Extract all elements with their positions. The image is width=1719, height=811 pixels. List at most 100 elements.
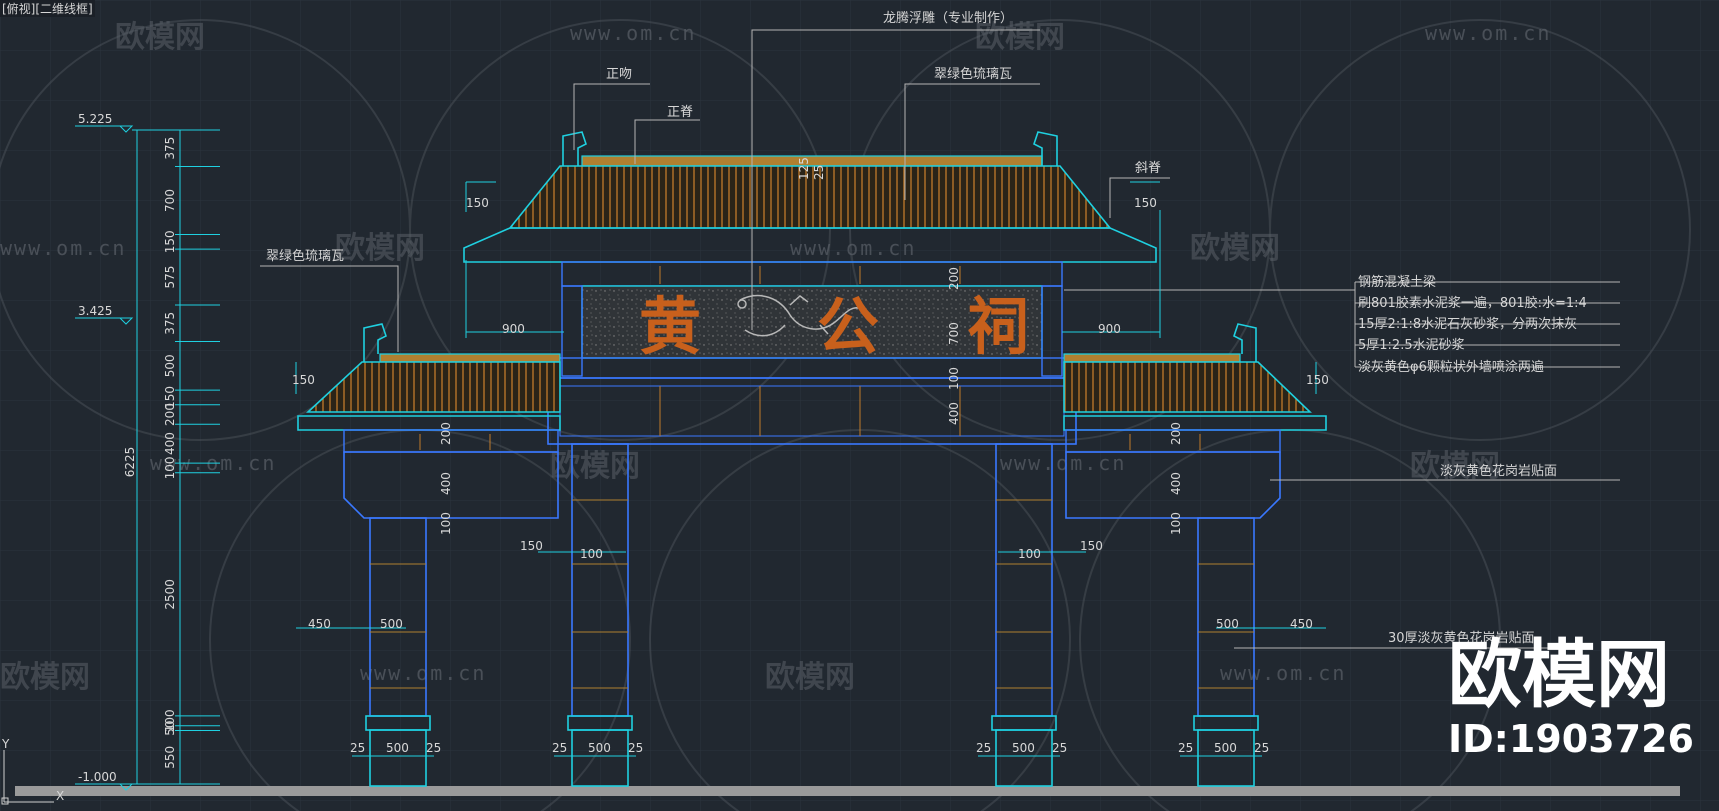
ridge-ornament-right [1033,131,1058,166]
watermark-id: ID:1903726 [1448,717,1694,761]
watermark-brand: 欧模网 [550,449,640,484]
svg-text:200: 200 [439,422,453,445]
watermark-brand: 欧模网 [0,660,90,695]
main-ridge [581,155,1043,167]
plaque-char: 公 [817,290,879,363]
svg-text:500: 500 [386,741,409,755]
watermark-brand: 欧模网 [1410,449,1500,484]
svg-text:400: 400 [947,402,961,425]
callout-paint: 淡灰黄色φ6颗粒状外墙喷涂两遍 [1358,359,1544,375]
svg-text:450: 450 [308,617,331,631]
plaque-board [581,285,1043,359]
watermark-url: www.om.cn [1425,21,1551,45]
left-dimension-label: 400 [163,432,177,455]
watermark-url: www.om.cn [1000,451,1126,475]
ucs-x-label: X [56,789,64,803]
left-dimension-label: 550 [163,746,177,769]
level-mid: 3.425 [78,304,112,318]
callout-glazed-tile: 翠绿色琉璃瓦 [934,66,1012,82]
left-side-beam [343,451,559,519]
callout-dragon: 龙腾浮雕（专业制作） [883,10,1013,26]
left-dimension-label: 100 [163,456,177,479]
svg-text:500: 500 [380,617,403,631]
svg-text:25: 25 [1178,741,1193,755]
left-dimension-label: 500 [163,354,177,377]
level-top: 5.225 [78,112,112,126]
svg-text:400: 400 [439,472,453,495]
svg-text:25: 25 [1052,741,1067,755]
callout-granite: 淡灰黄色花岗岩贴面 [1440,463,1557,479]
svg-text:100: 100 [439,512,453,535]
svg-text:100: 100 [947,367,961,390]
paifang-elevation [297,131,1327,787]
callout-zhengwen: 正吻 [606,67,632,82]
svg-text:100: 100 [1169,512,1183,535]
callout-rc-beam: 钢筋混凝土梁 [1358,274,1436,290]
level-markers [75,125,134,791]
right-roof-eave [1063,415,1327,431]
svg-text:400: 400 [1169,472,1183,495]
svg-text:100: 100 [1018,547,1041,561]
svg-text:125: 125 [797,157,811,180]
svg-text:100: 100 [580,547,603,561]
watermark-url: www.om.cn [1220,661,1346,685]
svg-text:500: 500 [1216,617,1239,631]
level-bottom: -1.000 [78,770,117,784]
callout-xieji: 斜脊 [1135,161,1161,176]
viewport-label[interactable]: [俯视][二维线框] [0,0,95,17]
svg-text:500: 500 [1214,741,1237,755]
svg-text:150: 150 [1080,539,1103,553]
callout-paint: 15厚2:1:8水泥石灰砂浆，分两次抹灰 [1358,316,1577,332]
svg-text:25: 25 [552,741,567,755]
svg-text:150: 150 [466,196,489,210]
watermark-url: www.om.cn [570,21,696,45]
svg-text:150: 150 [520,539,543,553]
svg-text:900: 900 [1098,322,1121,336]
left-dimension-label: 375 [163,312,177,335]
watermark-url: www.om.cn [0,236,126,260]
dimension-texts: 150 900 900 150 150 150 450 500 500 450 … [292,157,1329,755]
watermark-brand: 欧模网 [335,231,425,266]
watermark-brand: 欧模网 [975,20,1065,55]
svg-text:150: 150 [1306,373,1329,387]
watermark-brand: 欧模网 [765,660,855,695]
right-side-beam [1065,451,1281,519]
svg-text:200: 200 [1169,422,1183,445]
watermark-url: www.om.cn [790,236,916,260]
callout-paint: 刷801胶素水泥浆一遍，801胶:水=1:4 [1358,295,1587,311]
svg-text:25: 25 [812,165,826,180]
total-height-dim: 6225 [123,447,137,478]
svg-text:25: 25 [350,741,365,755]
left-dimension-ticks [175,166,220,785]
left-dimension-label: 700 [163,189,177,212]
svg-text:700: 700 [947,322,961,345]
main-roof-eave [463,227,1157,263]
left-dimension-labels: 3757001505753755001502004001002500100505… [163,137,177,769]
ucs-icon [1,750,54,805]
ridge-ornament-left [562,131,587,166]
ground-line [15,786,1680,796]
callout-leaders [260,29,1620,649]
svg-text:500: 500 [588,741,611,755]
left-dimension-label: 150 [163,230,177,253]
left-dimension-label: 2500 [163,579,177,610]
left-ridge-ornament [363,323,387,362]
ucs-y-label: Y [1,737,10,751]
svg-text:450: 450 [1290,617,1313,631]
watermark-brand: 欧模网 [1190,231,1280,266]
svg-text:150: 150 [1134,196,1157,210]
dimension-lines [295,181,1326,757]
watermark-logo-text: 欧模网 [1448,632,1670,718]
watermark-brand: 欧模网 [115,20,205,55]
svg-text:900: 900 [502,322,525,336]
left-roof-eave [297,415,561,431]
plaque-char: 祠 [967,290,1029,363]
svg-text:25: 25 [426,741,441,755]
left-dimension-label: 150 [163,386,177,409]
callout-zhengji: 正脊 [667,105,693,120]
callout-glazed-tile-left: 翠绿色琉璃瓦 [266,248,344,264]
watermark-url: www.om.cn [360,661,486,685]
callout-granite: 30厚淡灰黄色花岗岩贴面 [1388,630,1535,646]
